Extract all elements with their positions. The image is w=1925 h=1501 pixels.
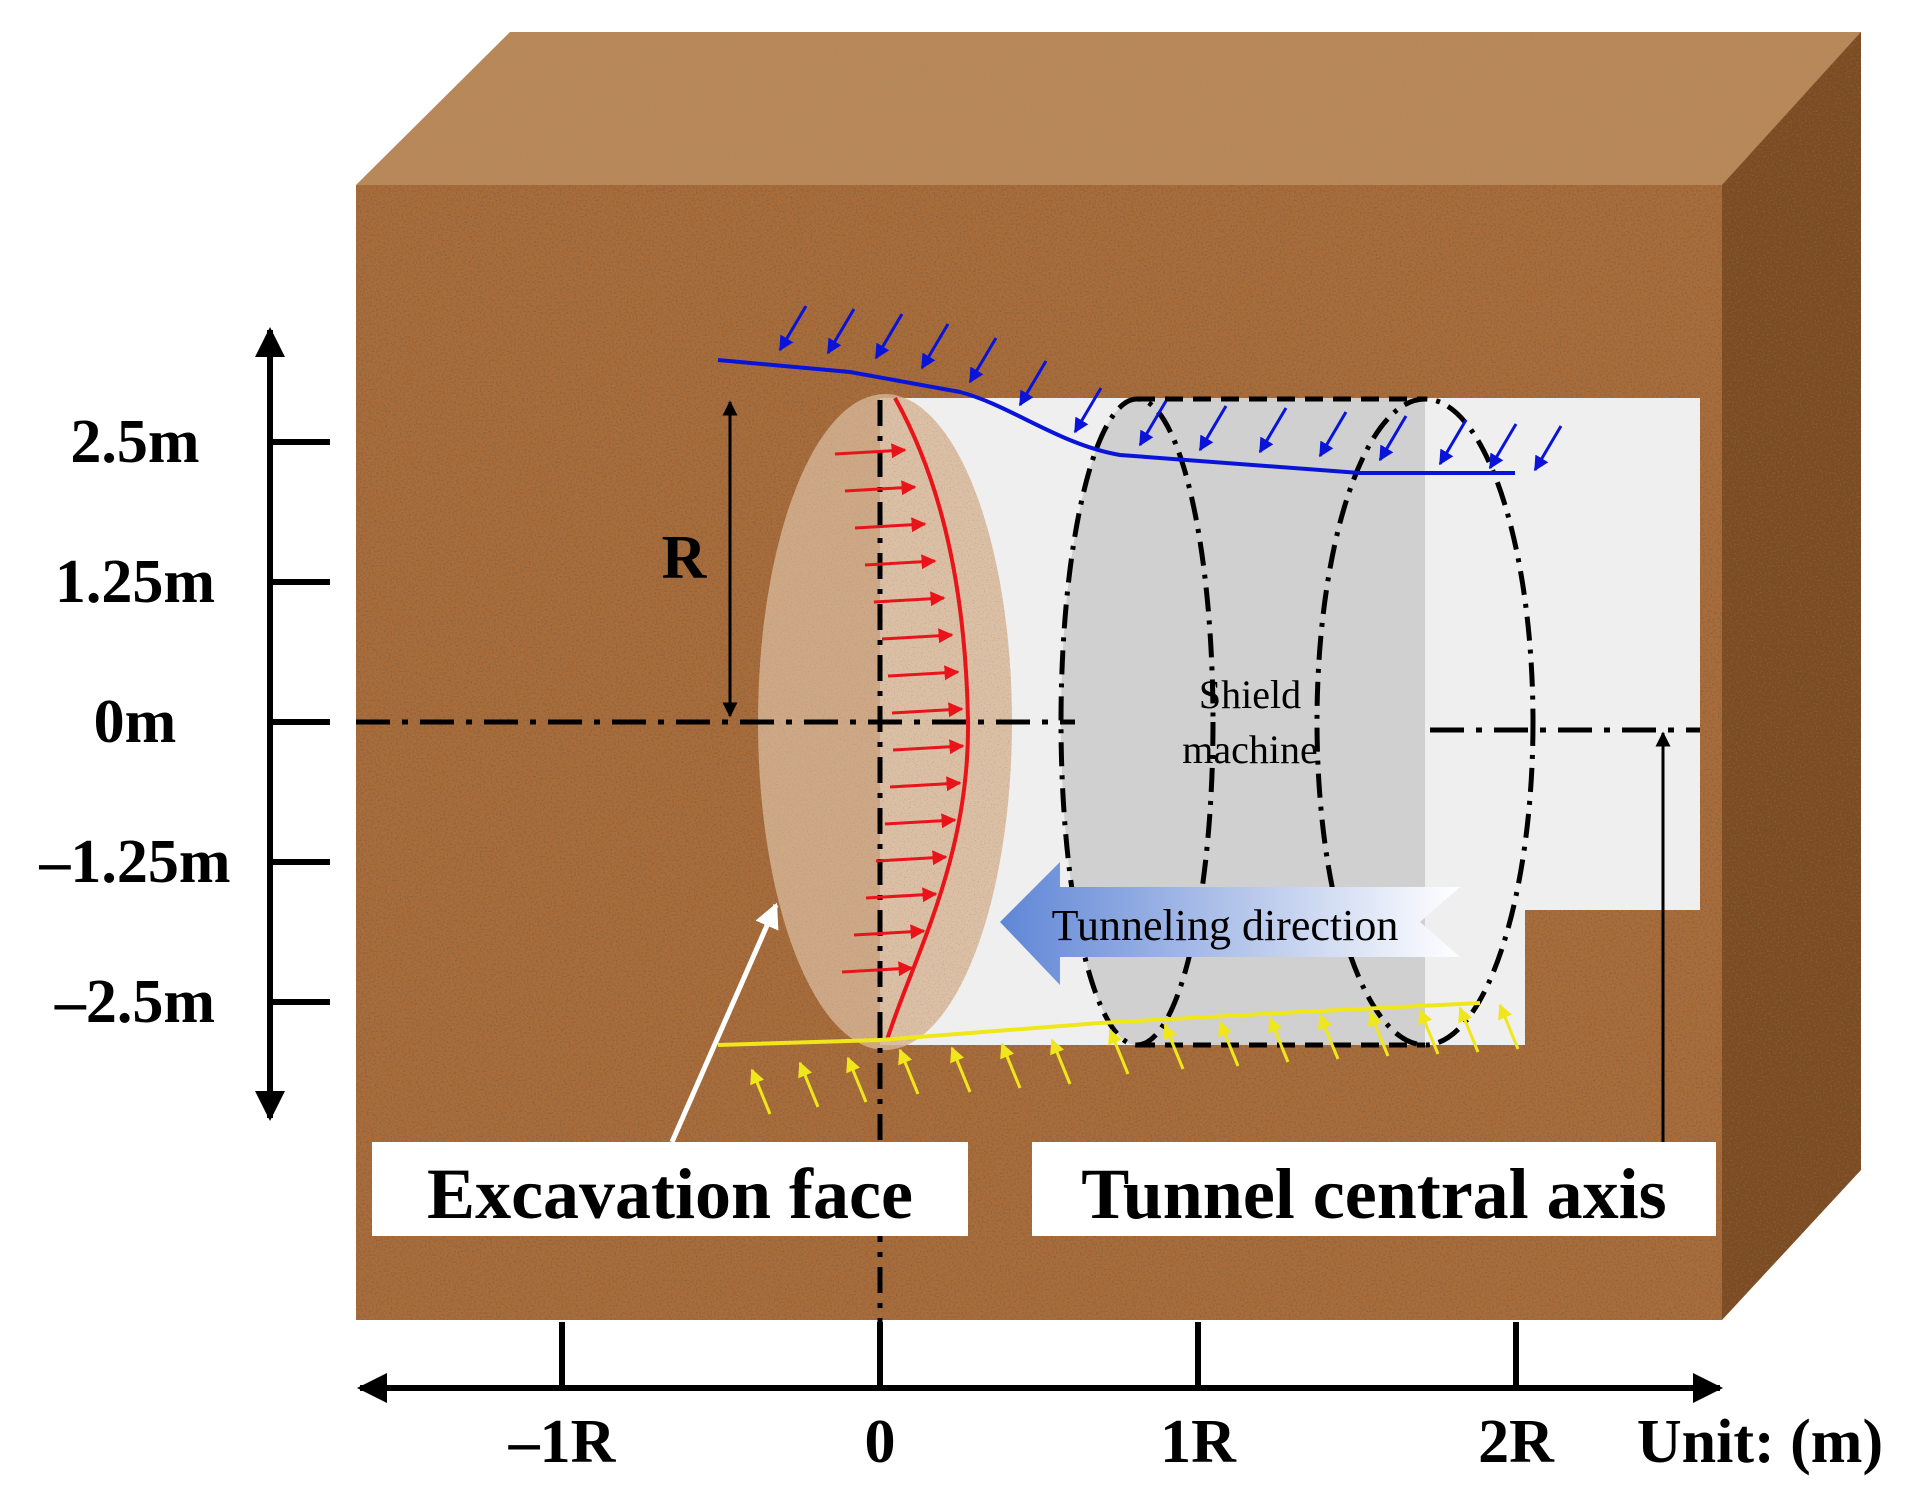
top-pressure-arrow: [826, 308, 856, 355]
top-pressure-arrow: [968, 337, 998, 384]
top-pressure-arrow: [920, 323, 950, 370]
distance-axis-ticks: –1R 0 1R 2R: [508, 1322, 1555, 1476]
excavation-label-box: [372, 1142, 968, 1236]
radius-label: R: [662, 524, 708, 592]
face-pressure-arrow: [887, 665, 960, 681]
distance-tick-label: –1R: [508, 1408, 617, 1476]
face-pressure-arrow: [854, 517, 927, 533]
depth-tick-label: –1.25m: [38, 828, 230, 896]
distance-tick-label: 1R: [1160, 1408, 1237, 1476]
unit-label: Unit: (m): [1637, 1408, 1883, 1476]
face-pressure-arrow: [853, 924, 926, 940]
depth-tick-label: 2.5m: [70, 408, 199, 476]
face-pressure-arrow: [875, 850, 948, 866]
excavation-pointer-arrow: [669, 902, 779, 1144]
face-pressure-arrow: [844, 480, 917, 496]
bottom-pressure-arrow: [1108, 1028, 1130, 1075]
top-pressure-arrow: [1438, 419, 1468, 466]
bottom-pressure-arrow: [1458, 1006, 1480, 1053]
face-pressure-arrow: [841, 961, 914, 977]
bottom-pressure-arrow: [1268, 1016, 1290, 1063]
shield-front-face: [1061, 399, 1213, 1045]
tunnel-axis-label: Tunnel central axis: [1081, 1154, 1666, 1234]
face-pressure-arrow: [892, 739, 965, 755]
top-pressure-arrow: [1198, 405, 1228, 452]
top-pressure-arrow: [1138, 400, 1168, 447]
bottom-pressure-arrow: [846, 1056, 868, 1103]
bottom-pressure-arrow: [1418, 1008, 1440, 1055]
bottom-pressure-arrow: [798, 1061, 820, 1108]
bottom-pressure-arrow: [1218, 1020, 1240, 1067]
face-pressure-arrow: [889, 776, 962, 792]
bottom-pressure-arrow: [1163, 1023, 1185, 1070]
depth-tick-label: 1.25m: [55, 548, 215, 616]
depth-tick-label: 0m: [94, 688, 177, 756]
central-axis-line: [356, 719, 1700, 733]
axis-label-box: [1032, 1142, 1716, 1236]
tunneling-direction-label: Tunneling direction: [1052, 901, 1399, 950]
top-pressure-arrow: [1258, 407, 1288, 454]
soil-side-face: [1722, 32, 1861, 1320]
top-pressure-arrow: [874, 313, 904, 360]
top-pressure-arrow: [1378, 415, 1408, 462]
top-pressure-arrow: [1533, 425, 1563, 472]
face-pressure-arrow: [873, 591, 946, 607]
face-pressure-arrow: [865, 887, 938, 903]
top-pressure-curve: [717, 358, 1515, 475]
face-pressure-arrows: [834, 443, 965, 977]
bottom-pressure-arrow: [1050, 1038, 1072, 1085]
top-pressure-arrows: [778, 305, 1563, 472]
bottom-pressure-arrow: [1318, 1013, 1340, 1060]
depth-tick-label: –2.5m: [54, 968, 215, 1036]
face-pressure-arrow: [891, 702, 964, 718]
top-pressure-arrow: [1018, 360, 1048, 407]
bottom-pressure-arrow: [898, 1048, 920, 1095]
face-pressure-curve: [885, 397, 971, 1041]
distance-tick-label: 0: [865, 1408, 896, 1476]
distance-tick-label: 2R: [1478, 1408, 1555, 1476]
top-pressure-arrow: [1318, 411, 1348, 458]
face-pressure-arrow: [884, 813, 957, 829]
face-pressure-arrow: [864, 554, 937, 570]
top-pressure-arrow: [1073, 387, 1103, 434]
top-pressure-arrow: [1488, 423, 1518, 470]
face-pressure-arrow: [881, 628, 954, 644]
bottom-pressure-arrows: [750, 1003, 1520, 1115]
shield-label-line2: machine: [1182, 727, 1318, 772]
top-pressure-arrow: [778, 305, 808, 352]
bottom-pressure-arrow: [950, 1046, 972, 1093]
face-pressure-arrow: [834, 443, 907, 459]
bottom-pressure-arrow: [1368, 1010, 1390, 1057]
tunneling-direction-arrow: Tunneling direction: [1000, 862, 1460, 985]
bottom-pressure-arrow: [1000, 1042, 1022, 1089]
soil-top-face: [356, 32, 1861, 185]
shield-label-line1: Shield: [1199, 672, 1301, 717]
bottom-pressure-curve: [717, 1001, 1481, 1047]
depth-axis-ticks: 2.5m 1.25m 0m –1.25m –2.5m: [38, 408, 330, 1036]
excavation-face-label: Excavation face: [427, 1154, 913, 1234]
bottom-pressure-arrow: [750, 1068, 772, 1115]
bottom-pressure-arrow: [1498, 1003, 1520, 1050]
